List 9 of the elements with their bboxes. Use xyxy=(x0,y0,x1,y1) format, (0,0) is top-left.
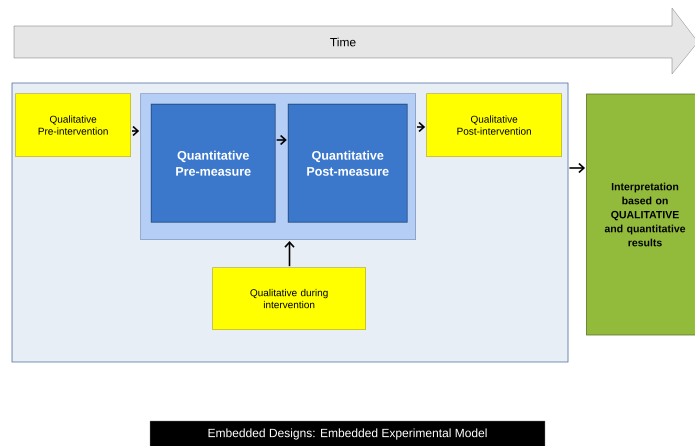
qualitative-box: Qualitative Pre-intervention xyxy=(15,93,132,157)
quantitative-box: Quantitative Pre-measure xyxy=(150,104,276,223)
qualitative-box: Qualitative during intervention xyxy=(212,267,366,330)
arrow xyxy=(569,162,586,174)
qualitative-box: Qualitative Post-intervention xyxy=(426,93,562,157)
caption: Embedded Designs: Embedded Experimental Model xyxy=(150,420,546,446)
arrow xyxy=(284,240,295,266)
quantitative-box: Quantitative Post-measure xyxy=(288,104,408,223)
interpretation-box: Interpretation based on QUALITATIVE and quantitative results xyxy=(586,94,695,336)
